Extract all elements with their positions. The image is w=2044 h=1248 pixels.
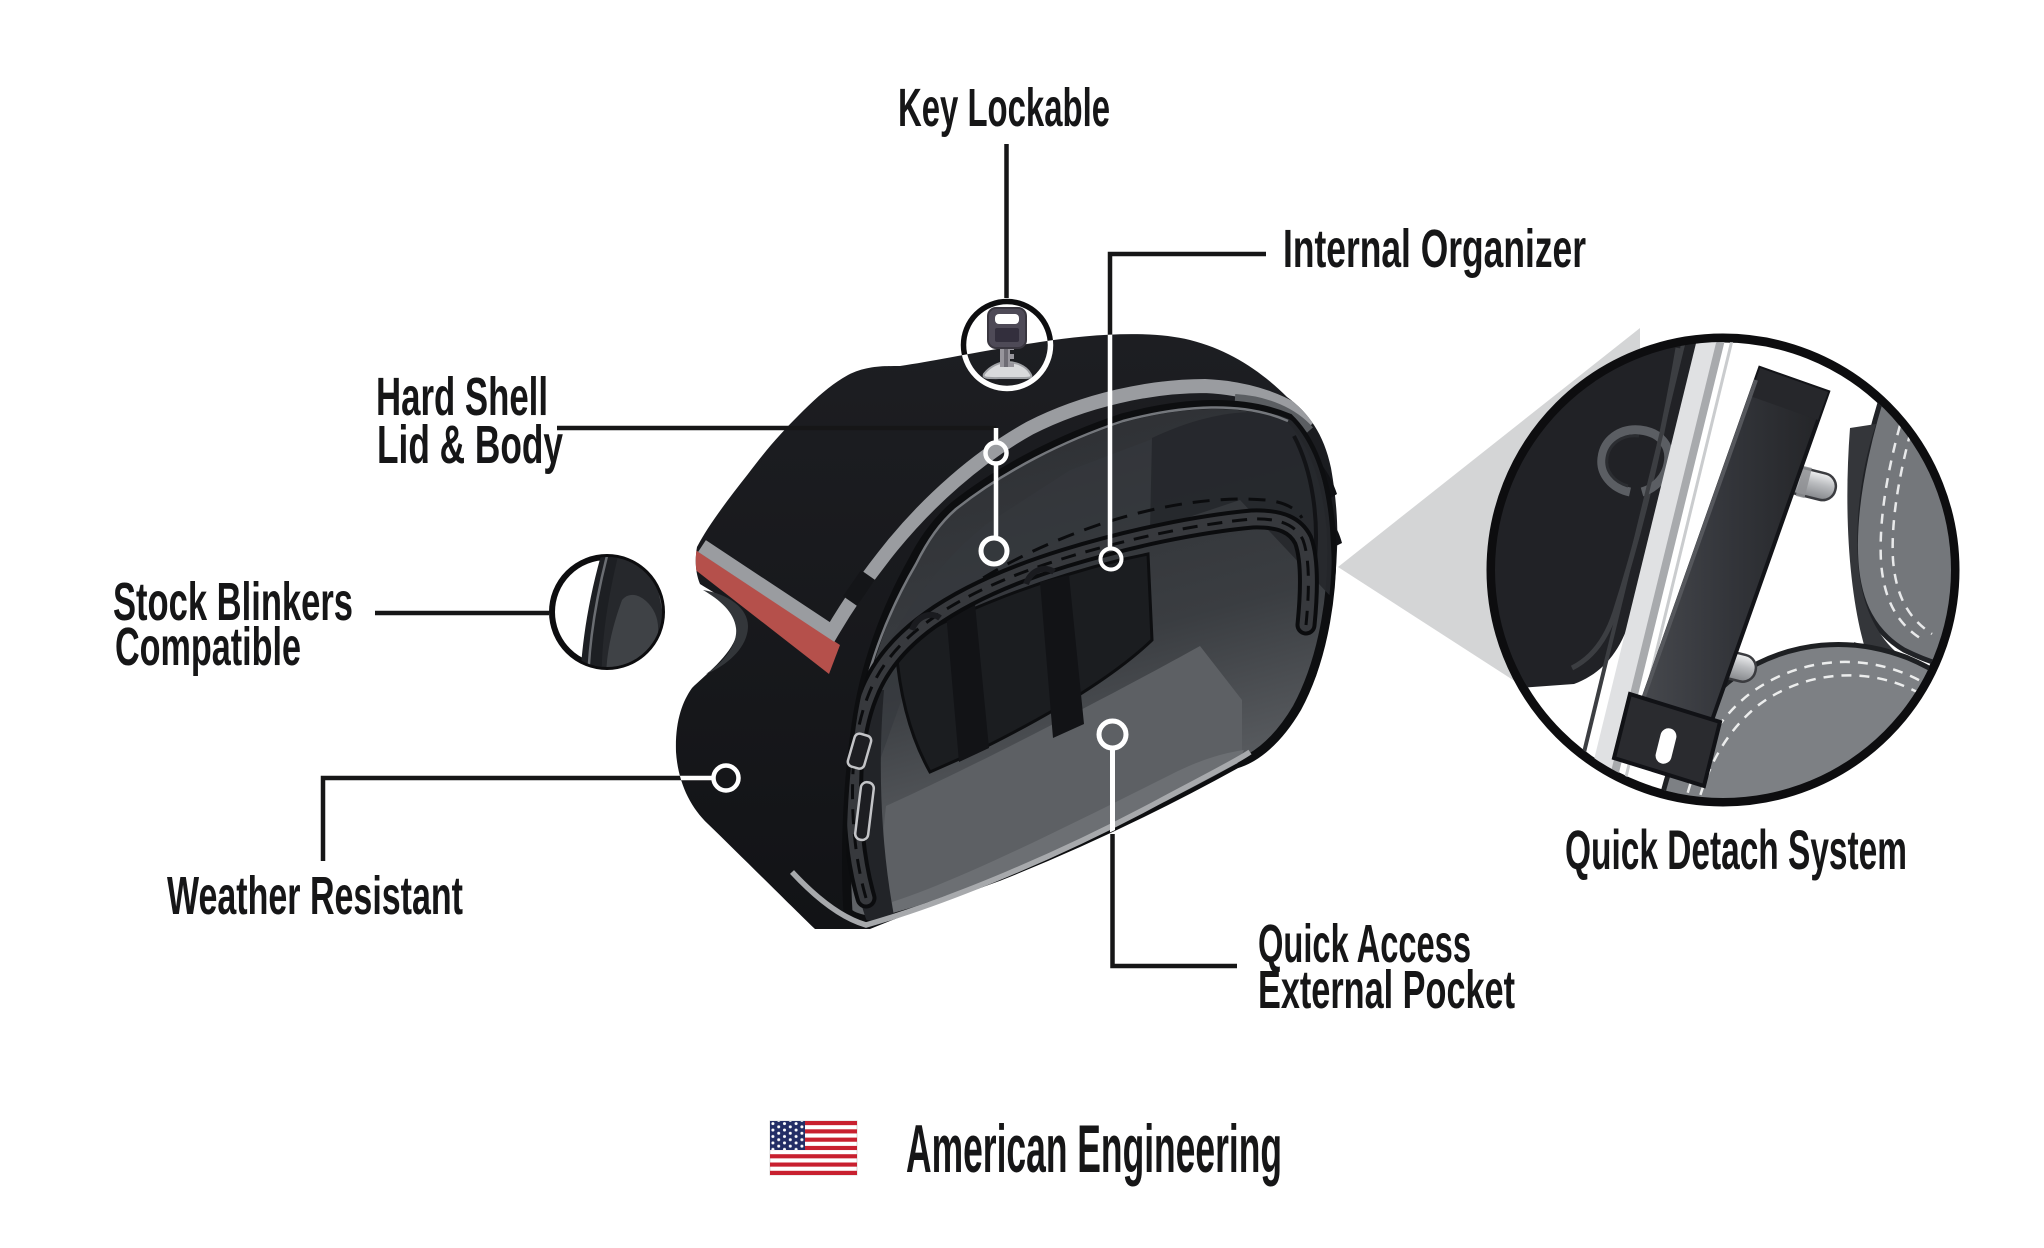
detail-rect-11 [770, 1121, 857, 1126]
detail-rect-1 [846, 732, 873, 770]
label-american-engineering: American Engineering [906, 1111, 1282, 1187]
hard-shell-ring-bottom [978, 535, 1010, 567]
label-internal-organizer: Internal Organizer [1283, 219, 1586, 279]
leader-lines-on-bag [675, 334, 1115, 836]
label-hard-shell-line2: Lid & Body [377, 415, 563, 475]
key-head-window [995, 328, 1019, 342]
detail-shape-4 [1150, 412, 1332, 600]
leader-lines [320, 251, 1266, 969]
detail-rect-17 [770, 1170, 857, 1175]
weather-resistant-ring [711, 763, 741, 793]
detach-block-top-cap [1750, 368, 1828, 420]
detach-rail-light [1582, 342, 1722, 798]
detail-shape-5 [882, 646, 1242, 912]
weather-resistant-line [320, 775, 682, 861]
label-quick-detach: Quick Detach System [1565, 818, 1907, 881]
zipper-slider [846, 732, 876, 842]
bag-bottom-rim [789, 749, 1252, 928]
label-stock-blinkers-line1: Stock Blinkers [113, 572, 353, 632]
flag-stripes [770, 1121, 857, 1175]
detail-shape-6 [892, 750, 1244, 913]
feature-rings [711, 440, 1129, 793]
label-hard-shell-line1: Hard Shell [376, 367, 548, 427]
lid-trim-group [684, 378, 1317, 674]
detail-rect-12 [770, 1129, 857, 1134]
detail-rect-2 [853, 780, 876, 842]
quick-access-ring [1096, 718, 1129, 751]
detail-rect-16 [770, 1162, 857, 1167]
detail-shape-17 [909, 611, 942, 632]
label-quick-access-line2: External Pocket [1258, 960, 1515, 1020]
red-stripe [684, 549, 840, 674]
quick-access-line [1110, 834, 1237, 969]
label-key-lockable: Key Lockable [898, 78, 1110, 138]
key-lock-badge [960, 144, 1054, 392]
detail-rect-15 [770, 1154, 857, 1159]
stock-blinkers-zoom [549, 554, 665, 670]
lid-trim [698, 378, 1317, 642]
detach-bracket-slot [1655, 728, 1677, 764]
detail-shape-12 [1040, 575, 1084, 738]
flag-stars [770, 1121, 805, 1150]
detail-shape-8 [856, 406, 1289, 721]
lid-trim-break [843, 570, 875, 606]
labels: Key Lockable Internal Organizer Hard She… [113, 78, 1907, 1187]
saddlebag-illustration [675, 334, 1342, 929]
quick-detach-zoom [1338, 328, 1960, 807]
hard-shell-ring-top [983, 440, 1009, 466]
label-weather-resistant: Weather Resistant [167, 866, 463, 926]
detach-pin-top-ring [1795, 465, 1812, 499]
detach-block-edge-hilite [1638, 379, 1758, 709]
fender-upper-stitch-1 [1879, 342, 1930, 642]
fender-upper-shadow [1847, 424, 1896, 664]
detach-pin-handle-shade [1605, 434, 1640, 488]
label-stock-blinkers-line2: Compatible [115, 617, 301, 677]
detail-shape-40 [586, 557, 610, 667]
key-icon [982, 307, 1033, 380]
key-head-slot [995, 314, 1019, 324]
key-shaft-shade [1004, 345, 1008, 367]
detail-shape-16 [851, 517, 1310, 899]
detail-rect-13 [770, 1137, 857, 1142]
lid-trim-underband [1234, 394, 1313, 433]
internal-organizer-line [1107, 251, 1266, 340]
detach-rail-dark-edge [1569, 342, 1691, 798]
blinker-notch-shade [703, 590, 748, 674]
detail-shape-11 [946, 604, 989, 762]
detail-shape-18 [1023, 565, 1056, 586]
us-flag-icon [769, 1120, 858, 1176]
pocket-piping [846, 508, 1319, 909]
detail-shape-37 [606, 594, 659, 667]
label-quick-access-line1: Quick Access [1258, 914, 1471, 974]
internal-organizer-ring [1098, 546, 1124, 572]
fender-upper-stitch-2 [1891, 345, 1940, 636]
detail-rect-14 [770, 1145, 857, 1151]
